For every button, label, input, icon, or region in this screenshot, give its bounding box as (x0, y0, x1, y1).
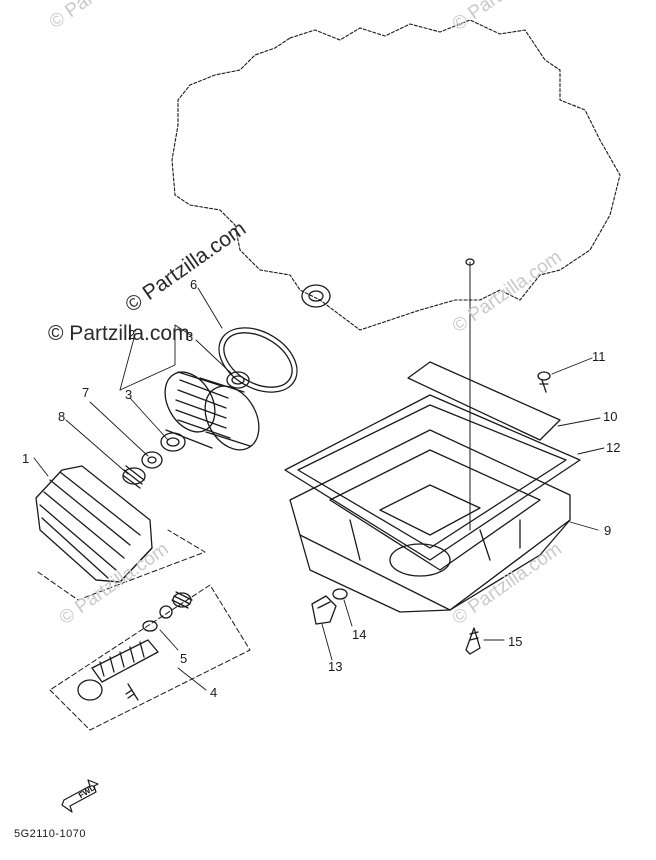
drain-plug (311, 595, 337, 625)
baffle-plate (407, 361, 561, 441)
callout-15: 15 (508, 634, 523, 649)
callout-2: 2 (128, 327, 136, 342)
callout-6: 6 (190, 277, 198, 292)
callout-9: 9 (604, 523, 612, 538)
washer (141, 451, 163, 469)
callout-3: 3 (125, 387, 133, 402)
callout-14: 14 (352, 627, 367, 642)
relief-valve-box (49, 584, 251, 731)
callout-8: 8 (58, 409, 66, 424)
engine-oil-port (301, 284, 331, 308)
leader-lines (33, 287, 605, 691)
callout-10: 10 (603, 409, 618, 424)
oil-pan (289, 429, 571, 613)
spring (122, 465, 146, 489)
small-o-ring-upper (226, 371, 250, 389)
callout-12: 12 (606, 440, 621, 455)
oil-pan-gasket (284, 394, 581, 561)
cover-assy-box (37, 529, 206, 601)
oil-filter-element (164, 371, 260, 451)
engine-outline (171, 19, 621, 331)
bolt-11 (537, 371, 551, 393)
o-ring (218, 327, 298, 393)
callout-7: 7 (82, 385, 90, 400)
diagram-code: 5G2110-1070 (14, 828, 86, 840)
relief-washer (142, 620, 158, 632)
watermark: © Partzilla.com (48, 322, 190, 345)
fwd-arrow (61, 779, 99, 813)
callout-1: 1 (22, 451, 30, 466)
callout-11: 11 (592, 349, 606, 364)
relief-ball (159, 605, 173, 619)
bolt-15 (465, 627, 481, 655)
callout-4: 4 (210, 685, 218, 700)
relief-spring (171, 591, 193, 609)
small-o-ring-lower (160, 432, 186, 452)
drain-gasket (332, 588, 348, 600)
oil-filter-cover (35, 465, 153, 583)
callout-5: 5 (180, 651, 188, 666)
callout-3: 3 (186, 329, 194, 344)
callout-13: 13 (328, 659, 343, 674)
relief-valve (77, 639, 159, 701)
